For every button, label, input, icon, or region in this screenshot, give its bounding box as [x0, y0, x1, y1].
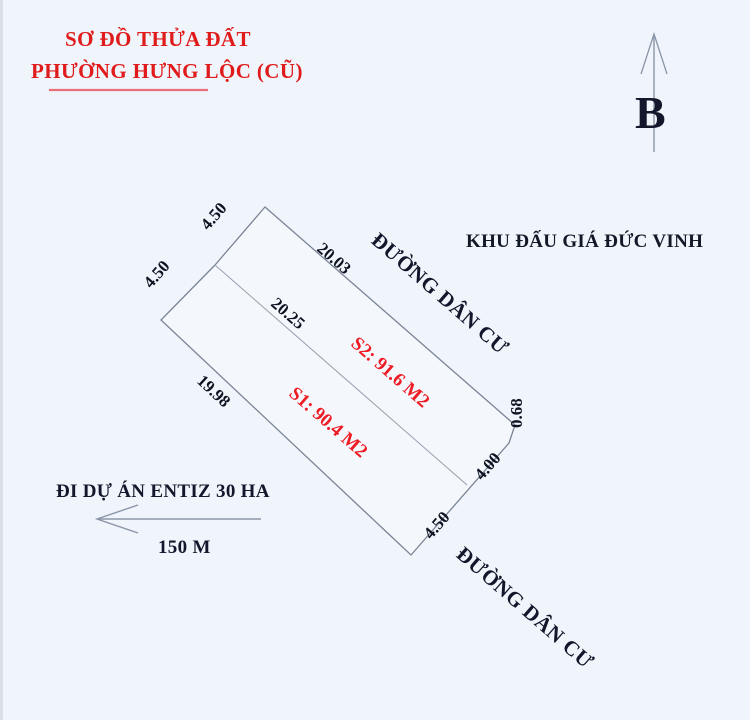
page-title-line1: SƠ ĐỒ THỬA ĐẤT [65, 27, 251, 51]
page-title-line2: PHƯỜNG HƯNG LỘC (CŨ) [31, 59, 303, 83]
parcel-outline-group [160, 206, 516, 556]
dim-east-corner: 0.68 [507, 398, 526, 428]
dim-top-left-upper: 4.50 [197, 199, 231, 234]
north-arrow-icon [640, 31, 668, 75]
direction-arrow-head-icon [94, 504, 139, 534]
parcel-divider-line [214, 264, 468, 486]
cadastral-diagram: SƠ ĐỒ THỬA ĐẤT PHƯỜNG HƯNG LỘC (CŨ) B KH… [31, 27, 703, 674]
compass-north-label: B [635, 87, 666, 138]
dim-top-left-lower: 4.50 [140, 257, 174, 292]
compass-group: B [635, 31, 668, 152]
direction-note-group: ĐI DỰ ÁN ENTIZ 30 HA 150 M [56, 480, 270, 558]
parcel-fill [161, 207, 515, 555]
direction-distance-label: 150 M [158, 537, 211, 558]
neighbor-label-khu-dau-gia: KHU ĐẤU GIÁ ĐỨC VINH [466, 230, 703, 252]
direction-note-text: ĐI DỰ ÁN ENTIZ 30 HA [56, 480, 270, 502]
road-label-south-east: ĐƯỜNG DÂN CƯ [452, 542, 599, 674]
